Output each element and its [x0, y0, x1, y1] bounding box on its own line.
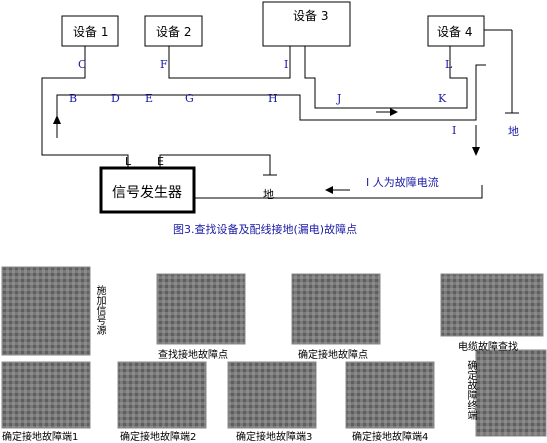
generator-terminal-e: E	[157, 155, 164, 168]
point-label: I	[284, 58, 289, 71]
arrow-left	[325, 186, 333, 194]
photo-8	[345, 361, 435, 429]
point-label: L	[445, 58, 453, 71]
point-label: K	[438, 92, 447, 105]
point-label: E	[145, 92, 154, 105]
device-label-2: 设备 2	[156, 25, 192, 39]
point-label: J	[337, 92, 342, 105]
arrow-right	[390, 108, 398, 116]
device-box-4	[427, 15, 485, 47]
generator-terminal-l: L	[125, 155, 132, 168]
ground-label-right: 地	[508, 125, 519, 138]
photo-caption-3: 确定接地故障点	[298, 350, 368, 361]
photo-caption-1: 施加信号源	[94, 285, 105, 335]
photo-caption-4: 电缆故障查找	[458, 342, 518, 353]
photo-caption-5: 确定接地故障端1	[2, 432, 79, 443]
diagram-caption: 图3.查找设备及配线接地(漏电)故障点	[173, 223, 358, 236]
photo-9	[475, 349, 547, 437]
point-label: H	[268, 92, 278, 105]
device-label-3: 设备 3	[293, 9, 329, 23]
point-label: F	[160, 58, 168, 71]
photo-caption-2: 查找接地故障点	[158, 350, 228, 361]
photo-3	[291, 273, 381, 345]
fault-current-label: I 人为故障电流	[366, 176, 439, 189]
signal-generator-box	[99, 166, 196, 214]
photo-caption-6: 确定接地故障端2	[120, 432, 197, 443]
point-label: G	[185, 92, 194, 105]
photo-caption-7: 确定接地故障端3	[236, 432, 313, 443]
arrow-down	[472, 147, 480, 156]
photo-7	[227, 361, 317, 429]
wire-lines	[41, 29, 519, 199]
device-box-3	[262, 1, 351, 47]
photo-6	[117, 361, 207, 429]
point-label: B	[69, 92, 78, 105]
ground-label-left: 地	[263, 188, 274, 201]
generator-title: 信号发生器	[112, 185, 182, 201]
photo-caption-8: 确定接地故障端4	[352, 432, 429, 443]
photo-1	[1, 266, 91, 356]
device-box-1	[61, 15, 119, 47]
photo-5	[1, 361, 91, 429]
device-label-4: 设备 4	[437, 25, 473, 39]
photo-caption-9: 确定故障终端	[465, 360, 476, 420]
point-label: C	[78, 58, 87, 71]
device-box-2	[144, 15, 203, 47]
photo-2	[156, 273, 246, 345]
device-label-1: 设备 1	[73, 25, 109, 39]
current-label: I	[452, 124, 457, 137]
point-label: D	[111, 92, 120, 105]
arrow-up	[53, 115, 61, 124]
photo-4	[440, 273, 544, 337]
